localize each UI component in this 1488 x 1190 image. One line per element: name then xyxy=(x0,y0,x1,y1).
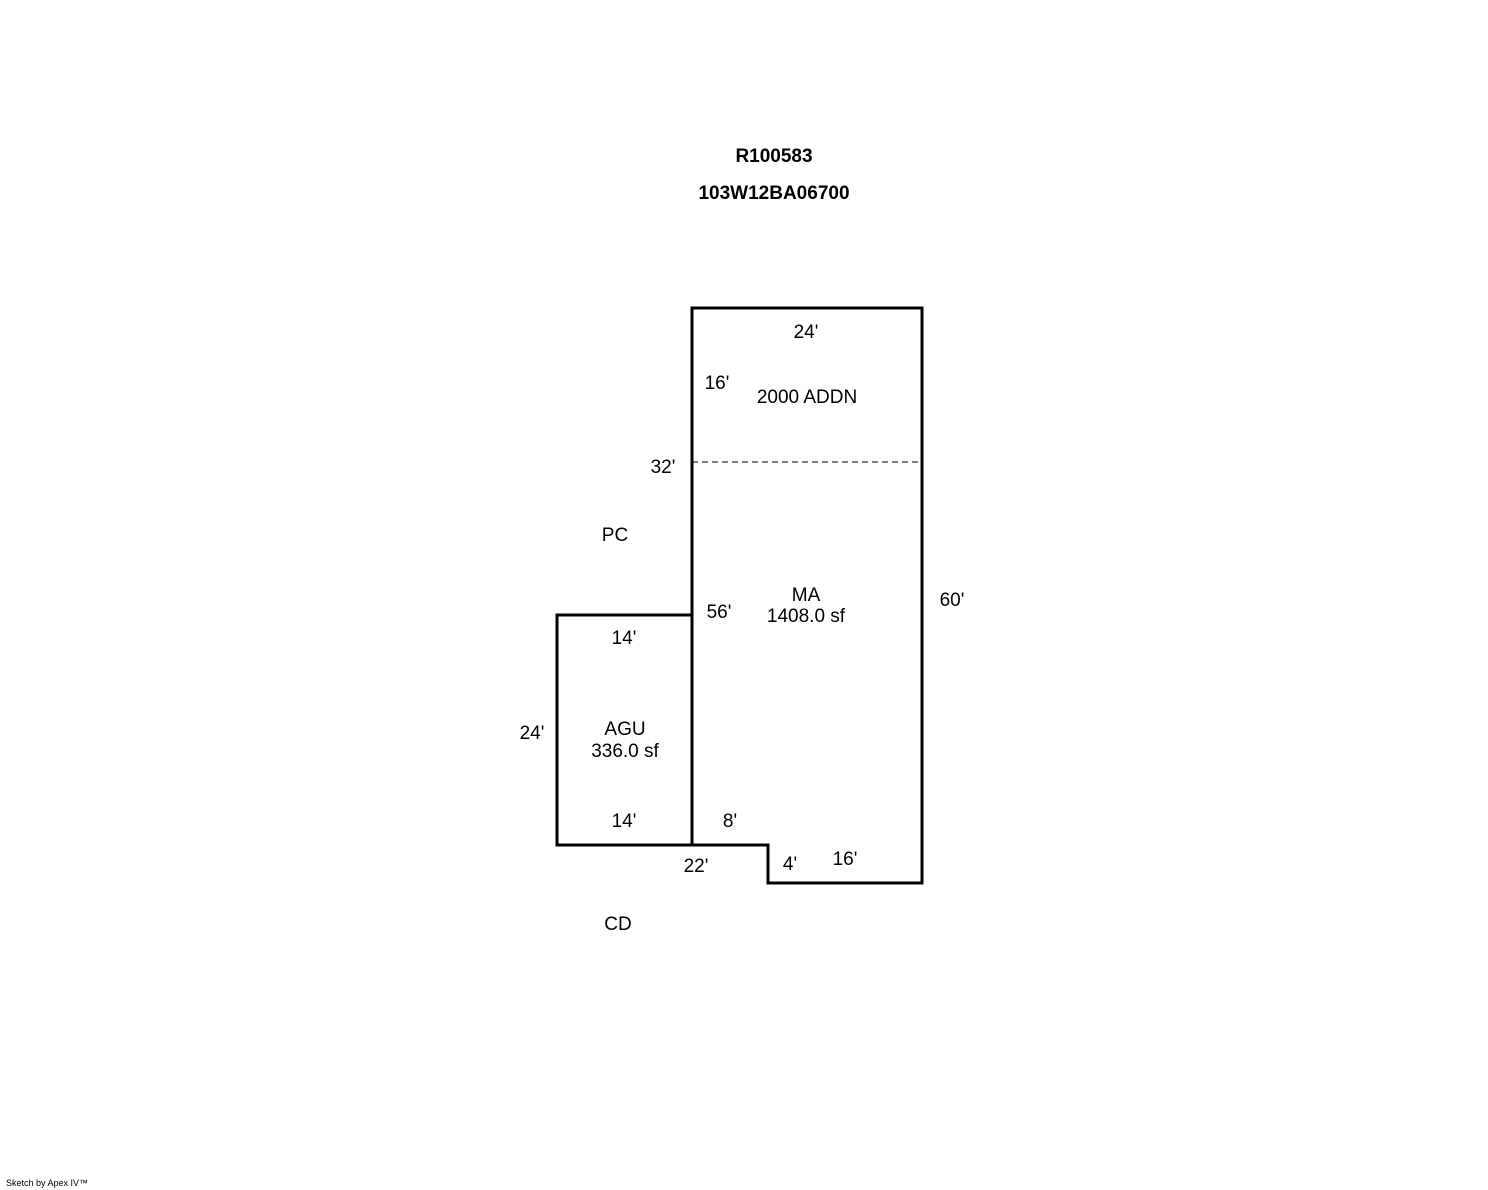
main-area-code: MA xyxy=(792,585,821,606)
garage-outline xyxy=(555,613,694,847)
sketch-credit: Sketch by Apex IV™ xyxy=(6,1178,89,1188)
dim-main-right: 60' xyxy=(940,590,965,611)
dim-main-left-lower: 56' xyxy=(707,602,732,623)
dim-garage-top: 14' xyxy=(612,628,637,649)
dim-notch-left: 8' xyxy=(723,811,737,832)
garage-code: AGU xyxy=(604,719,645,740)
addition-label: 2000 ADDN xyxy=(757,387,857,408)
dim-main-top: 24' xyxy=(794,322,819,343)
dim-garage-left: 24' xyxy=(520,723,545,744)
deck-label: CD xyxy=(604,914,631,935)
dim-bottom-right: 16' xyxy=(833,849,858,870)
porch-covered-label: PC xyxy=(602,525,628,546)
account-id: R100583 xyxy=(735,146,813,167)
garage-area-size: 336.0 sf xyxy=(591,741,659,762)
dim-bottom-left: 22' xyxy=(684,856,709,877)
dim-garage-bottom: 14' xyxy=(612,811,637,832)
dim-notch-step: 4' xyxy=(783,854,797,875)
main-area-size: 1408.0 sf xyxy=(767,606,846,627)
dim-main-left-upper: 32' xyxy=(651,457,676,478)
dim-addition-left: 16' xyxy=(705,373,730,394)
map-tax-lot: 103W12BA06700 xyxy=(698,183,850,204)
